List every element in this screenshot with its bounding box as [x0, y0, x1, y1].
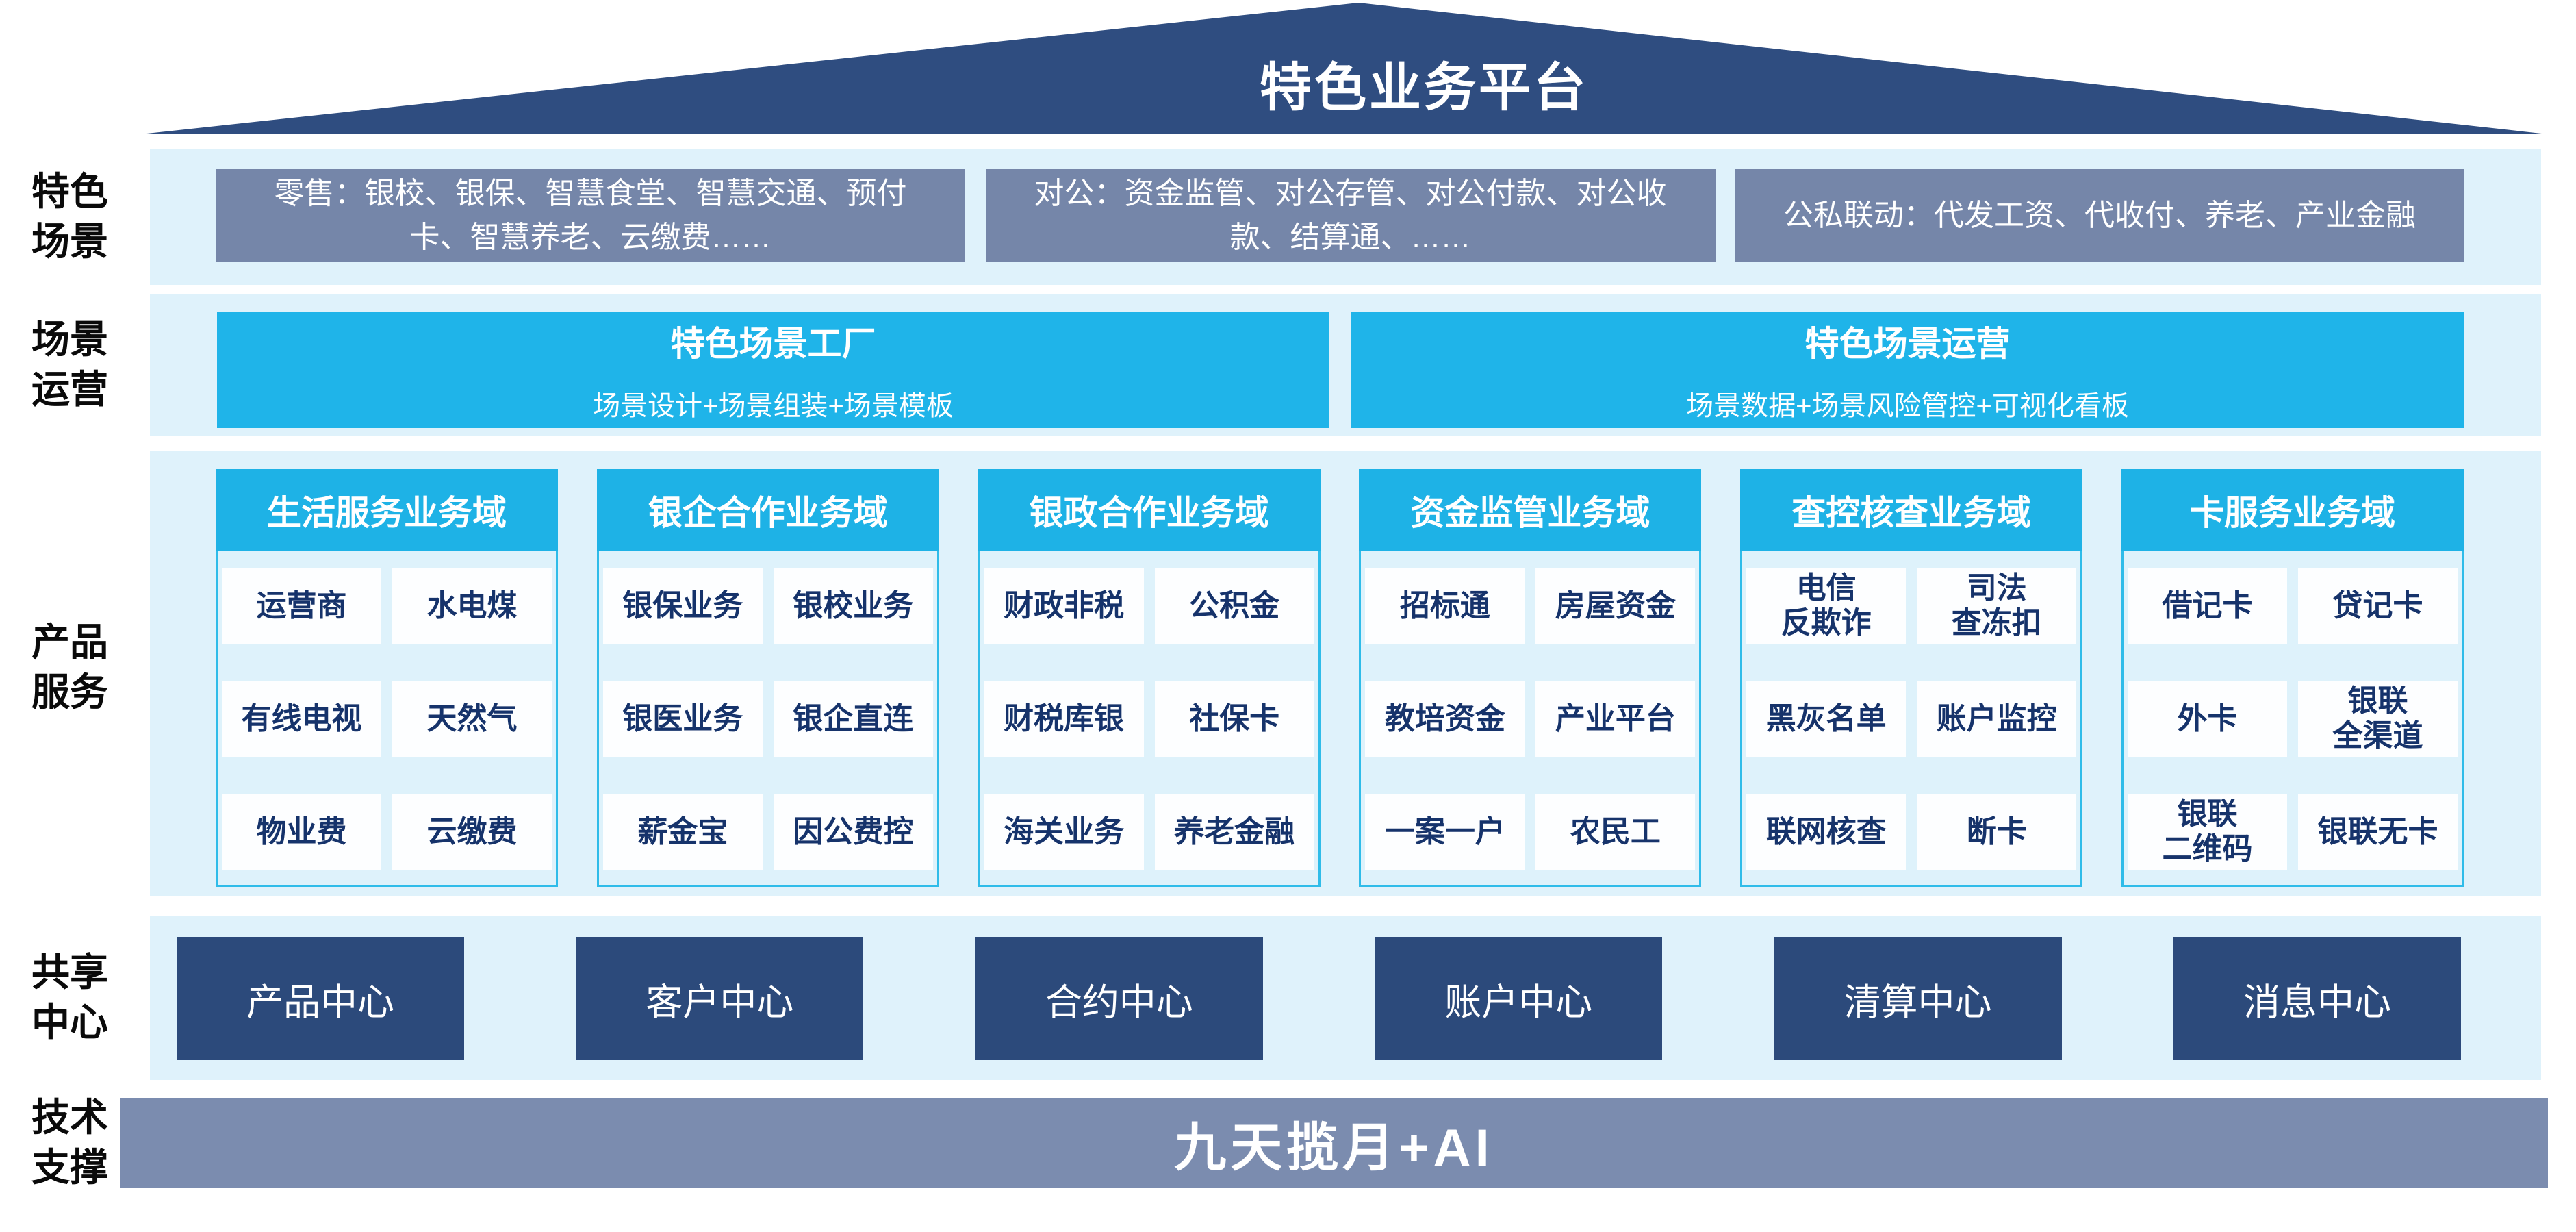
center-box-account: 账户中心	[1375, 937, 1663, 1060]
product-cell: 养老金融	[1154, 794, 1314, 870]
tech-support-bar: 九天揽月+AI	[120, 1098, 2548, 1188]
domain-header: 卡服务业务域	[2121, 469, 2464, 551]
center-box-clearing: 清算中心	[1774, 937, 2062, 1060]
product-cell: 银联 全渠道	[2297, 681, 2458, 757]
domain-cells: 财政非税 公积金 财税库银 社保卡 海关业务 养老金融	[980, 551, 1318, 887]
scene-box-public-private: 公私联动：代发工资、代收付、养老、产业金融	[1735, 169, 2464, 262]
domain-header: 银企合作业务域	[596, 469, 939, 551]
product-cell: 银校业务	[773, 568, 933, 644]
ops-box-scene-factory: 特色场景工厂 场景设计+场景组装+场景模板	[217, 312, 1329, 428]
side-label-tech-support: 技术 支撑	[31, 1096, 108, 1189]
product-cell: 银联 二维码	[2127, 794, 2287, 870]
product-cell: 财政非税	[984, 568, 1144, 644]
ops-box-subtitle: 场景设计+场景组装+场景模板	[593, 391, 954, 421]
product-cell: 因公费控	[773, 794, 933, 870]
ops-box-title: 特色场景工厂	[670, 325, 876, 363]
side-label-centers: 共享 中心	[31, 951, 108, 1044]
product-cell: 断卡	[1917, 794, 2077, 870]
domain-cells: 银保业务 银校业务 银医业务 银企直连 薪金宝 因公费控	[599, 551, 937, 887]
ops-box-subtitle: 场景数据+场景风险管控+可视化看板	[1686, 391, 2129, 421]
scene-box-corporate: 对公：资金监管、对公存管、对公付款、对公收 款、结算通、……	[985, 169, 1716, 262]
side-label-operations: 场景 运营	[31, 318, 108, 411]
scene-box-retail: 零售：银校、银保、智慧食堂、智慧交通、预付 卡、智慧养老、云缴费……	[216, 169, 965, 262]
product-domains-row: 生活服务业务域 运营商 水电煤 有线电视 天然气 物业费 云缴费 银企合作业务域…	[216, 469, 2464, 887]
product-cell: 贷记卡	[2297, 568, 2458, 644]
operations-row: 特色场景工厂 场景设计+场景组装+场景模板 特色场景运营 场景数据+场景风险管控…	[217, 312, 2464, 428]
product-cell: 外卡	[2127, 681, 2287, 757]
domain-cells: 借记卡 贷记卡 外卡 银联 全渠道 银联 二维码 银联无卡	[2124, 551, 2462, 887]
domain-header: 生活服务业务域	[216, 469, 558, 551]
side-label-products: 产品 服务	[31, 620, 108, 714]
product-cell: 天然气	[392, 681, 552, 757]
diagram-title: 特色业务平台	[1260, 59, 1588, 117]
domain-panel-bank-enterprise: 银企合作业务域 银保业务 银校业务 银医业务 银企直连 薪金宝 因公费控	[596, 469, 939, 887]
product-cell: 招标通	[1365, 568, 1525, 644]
product-cell: 水电煤	[392, 568, 552, 644]
product-cell: 银企直连	[773, 681, 933, 757]
domain-panel-fund-supervision: 资金监管业务域 招标通 房屋资金 教培资金 产业平台 一案一户 农民工	[1359, 469, 1702, 887]
domain-panel-card-services: 卡服务业务域 借记卡 贷记卡 外卡 银联 全渠道 银联 二维码 银联无卡	[2121, 469, 2464, 887]
domain-cells: 运营商 水电煤 有线电视 天然气 物业费 云缴费	[218, 551, 556, 887]
ops-box-scene-operation: 特色场景运营 场景数据+场景风险管控+可视化看板	[1351, 312, 2464, 428]
product-cell: 产业平台	[1535, 681, 1696, 757]
product-cell: 财税库银	[984, 681, 1144, 757]
center-box-product: 产品中心	[177, 937, 464, 1060]
product-cell: 银联无卡	[2297, 794, 2458, 870]
center-box-customer: 客户中心	[576, 937, 864, 1060]
ops-box-title: 特色场景运营	[1805, 325, 2011, 363]
product-cell: 房屋资金	[1535, 568, 1696, 644]
product-cell: 账户监控	[1917, 681, 2077, 757]
product-cell: 黑灰名单	[1746, 681, 1907, 757]
product-cell: 公积金	[1154, 568, 1314, 644]
product-cell: 农民工	[1535, 794, 1696, 870]
product-cell: 银医业务	[602, 681, 763, 757]
product-cell: 运营商	[222, 568, 381, 644]
product-cell: 教培资金	[1365, 681, 1525, 757]
center-box-message: 消息中心	[2173, 937, 2461, 1060]
domain-header: 资金监管业务域	[1359, 469, 1702, 551]
product-cell: 借记卡	[2127, 568, 2287, 644]
product-cell: 云缴费	[392, 794, 552, 870]
domain-panel-life-services: 生活服务业务域 运营商 水电煤 有线电视 天然气 物业费 云缴费	[216, 469, 558, 887]
product-cell: 联网核查	[1746, 794, 1907, 870]
center-box-contract: 合约中心	[975, 937, 1263, 1060]
centers-band	[150, 916, 2541, 1080]
product-cell: 司法 查冻扣	[1917, 568, 2077, 644]
product-cell: 电信 反欺诈	[1746, 568, 1907, 644]
side-label-scenes: 特色 场景	[31, 170, 108, 263]
scene-row: 零售：银校、银保、智慧食堂、智慧交通、预付 卡、智慧养老、云缴费…… 对公：资金…	[216, 169, 2464, 262]
product-cell: 海关业务	[984, 794, 1144, 870]
domain-panel-bank-government: 银政合作业务域 财政非税 公积金 财税库银 社保卡 海关业务 养老金融	[978, 469, 1321, 887]
product-cell: 薪金宝	[602, 794, 763, 870]
domain-cells: 电信 反欺诈 司法 查冻扣 黑灰名单 账户监控 联网核查 断卡	[1742, 551, 2080, 887]
domain-header: 查控核查业务域	[1740, 469, 2083, 551]
domain-header: 银政合作业务域	[978, 469, 1321, 551]
domain-panel-inquiry-control: 查控核查业务域 电信 反欺诈 司法 查冻扣 黑灰名单 账户监控 联网核查 断卡	[1740, 469, 2083, 887]
product-cell: 有线电视	[222, 681, 381, 757]
shared-centers-row: 产品中心 客户中心 合约中心 账户中心 清算中心 消息中心	[177, 937, 2461, 1060]
product-cell: 一案一户	[1365, 794, 1525, 870]
product-cell: 社保卡	[1154, 681, 1314, 757]
domain-cells: 招标通 房屋资金 教培资金 产业平台 一案一户 农民工	[1361, 551, 1699, 887]
product-cell: 物业费	[222, 794, 381, 870]
product-cell: 银保业务	[602, 568, 763, 644]
